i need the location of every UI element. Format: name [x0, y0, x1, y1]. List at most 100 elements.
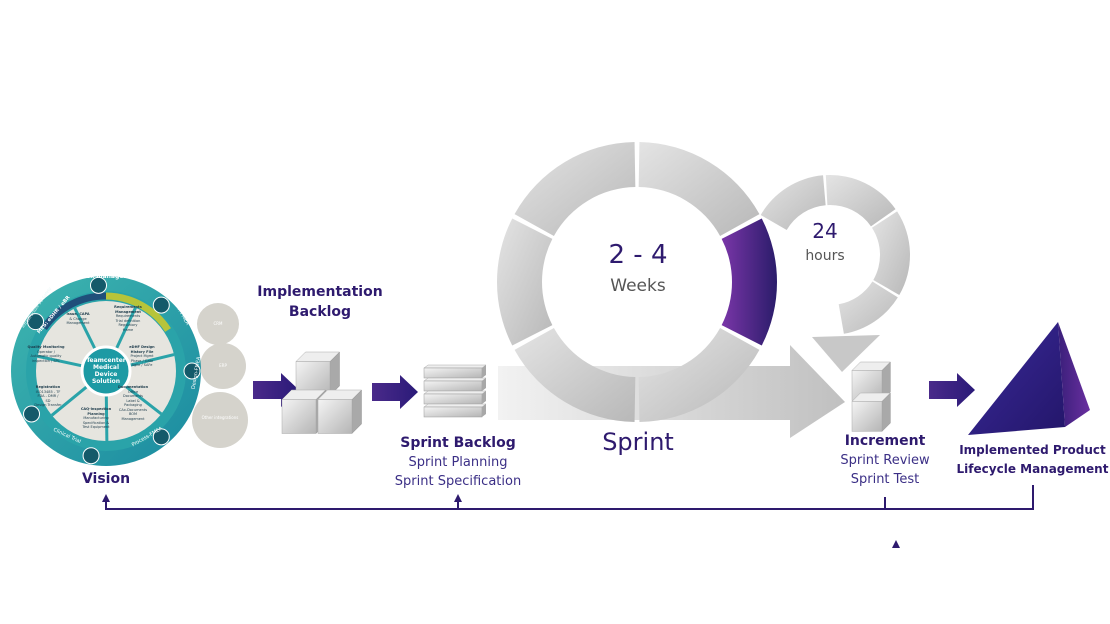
- sprint-ring-segment: [638, 142, 760, 236]
- wheel-center-hub: [80, 345, 132, 397]
- wheel-spoke: [114, 306, 137, 350]
- wheel-arc-risk: [105, 292, 171, 332]
- wheel-segment-title: Documentation: [117, 385, 149, 389]
- wheel-segment-line: Operator /: [37, 349, 55, 354]
- slab-front: [423, 380, 483, 392]
- flow-arrow-icon: [929, 373, 975, 407]
- product-pyramid-icon: [968, 322, 1090, 435]
- wheel-segment-title: eDHF Design History File: [129, 345, 155, 354]
- vision-label: Vision: [81, 471, 131, 487]
- wheel-center-line: Teamcenter: [86, 357, 126, 364]
- implementation-backlog-title-line1: Implementation: [257, 284, 383, 300]
- cube-front: [281, 399, 317, 434]
- wheel-segment-line: Trial definition: [115, 318, 141, 323]
- wheel-center-line: Medical: [92, 364, 120, 371]
- daily-cycle-ring: [760, 175, 910, 372]
- increment-title: Increment: [844, 433, 926, 449]
- stray-arrowhead: [892, 540, 900, 548]
- wheel-center-label: Teamcenter Medical Device Solution: [66, 357, 146, 385]
- wheel-segment-line: Manufacturing: [83, 416, 109, 420]
- daily-ring-segment: [871, 211, 910, 295]
- slab-side: [482, 391, 486, 404]
- daily-value: 24: [812, 219, 838, 243]
- wheel-segment-line: CAx-Documents: [118, 407, 148, 412]
- slab-side: [482, 378, 486, 391]
- wheel-module-icon: [82, 447, 100, 465]
- sprint-backlog-title: Sprint Backlog: [400, 435, 516, 451]
- slab-front: [423, 367, 483, 379]
- wheel-segment-line: Agile / SAFe: [131, 363, 153, 367]
- wheel-segment-line: Phase / Gate: [130, 358, 154, 363]
- slab-top: [423, 377, 487, 382]
- wheel-segment-line: Office: [127, 389, 139, 394]
- wheel-segment-line: inspection / SPC: [31, 358, 61, 363]
- integration-bubble-crm: [197, 303, 239, 345]
- wheel-segment-title: Registration: [35, 385, 61, 389]
- slab-top: [423, 390, 487, 395]
- wheel-segment-line: frame: [122, 327, 134, 332]
- wheel-segment-title: CAQ-Inspection Planning: [80, 407, 112, 416]
- wheel-label-risk-management: Risk management: [80, 273, 141, 280]
- integration-crm-label: CRM: [213, 321, 223, 326]
- sprint-ring-segment: [514, 328, 636, 422]
- sprint-cycle-ring: [497, 142, 778, 422]
- daily-ring-segment: [825, 175, 896, 227]
- wheel-spoke: [73, 307, 97, 351]
- increment-stack-icon: [851, 361, 892, 433]
- wheel-module-icon: [27, 313, 45, 331]
- slab-top: [423, 403, 487, 408]
- wheel-segment-title: Requirements Management: [114, 305, 142, 314]
- wheel-segment-title: Quality Monitoring: [27, 345, 65, 349]
- wheel-segment-line: Automatic quality: [30, 354, 62, 358]
- wheel-segment-line: Project Mgmt: [130, 354, 154, 358]
- sprint-backlog-label: Sprint Backlog Sprint Planning Sprint Sp…: [388, 434, 528, 491]
- implementation-backlog-cubes-icon: [281, 351, 363, 435]
- integration-bubble-erp: [200, 343, 246, 389]
- sprint-ring-segment: [638, 328, 760, 422]
- slab-front: [423, 406, 483, 418]
- wheel-module-icon: [152, 296, 170, 314]
- integration-other-label: Other integrations: [201, 415, 239, 420]
- integration-erp-label: ERP: [219, 363, 227, 368]
- daily-ring-segment: [838, 281, 898, 334]
- flow-arrow-icon: [372, 375, 418, 409]
- sprint-label: Sprint: [602, 428, 674, 456]
- wheel-spoke: [50, 385, 89, 417]
- cube-front: [851, 401, 883, 432]
- wheel-module-icon: [23, 405, 41, 423]
- wheel-module-icon: [90, 276, 108, 294]
- wheel-spoke: [128, 353, 175, 367]
- sprint-backlog-line1: Sprint Planning: [408, 455, 508, 470]
- sprint-duration-value: 2 - 4: [608, 240, 668, 270]
- sprint-ring-segment: [514, 142, 636, 236]
- wheel-arc-mes: [41, 292, 107, 331]
- wheel-segment-line: Specification &: [82, 420, 110, 425]
- implementation-backlog-title-line2: Backlog: [288, 304, 352, 320]
- sprint-backlog-line2: Sprint Specification: [394, 474, 522, 489]
- wheel-module-icon: [152, 428, 170, 446]
- sprint-ring-segment: [497, 218, 553, 346]
- wheel-segment-line: Label &: [126, 398, 140, 403]
- product-label-line2: Lifecycle Management: [956, 462, 1109, 476]
- daily-unit: hours: [805, 248, 845, 264]
- wheel-segment-line: SD: [45, 398, 51, 403]
- wheel-center-line: Device: [94, 371, 118, 378]
- wheel-segment-line: & Change: [69, 316, 87, 321]
- wheel-segment-line: Management: [121, 416, 145, 421]
- increment-label: Increment Sprint Review Sprint Test: [815, 432, 955, 489]
- wheel-module-icon: [183, 362, 201, 380]
- wheel-spoke: [104, 394, 109, 442]
- cube-front: [317, 399, 353, 434]
- wheel-center-line: Solution: [91, 378, 121, 385]
- feedback-loop-lines: [105, 485, 1034, 510]
- wheel-segment-line: Regulatory: [118, 323, 138, 327]
- product-label: Implemented Product Lifecycle Management: [955, 441, 1110, 479]
- implementation-backlog-title: Implementation Backlog: [245, 282, 395, 322]
- wheel-segment-line: Design Transfer: [34, 403, 62, 407]
